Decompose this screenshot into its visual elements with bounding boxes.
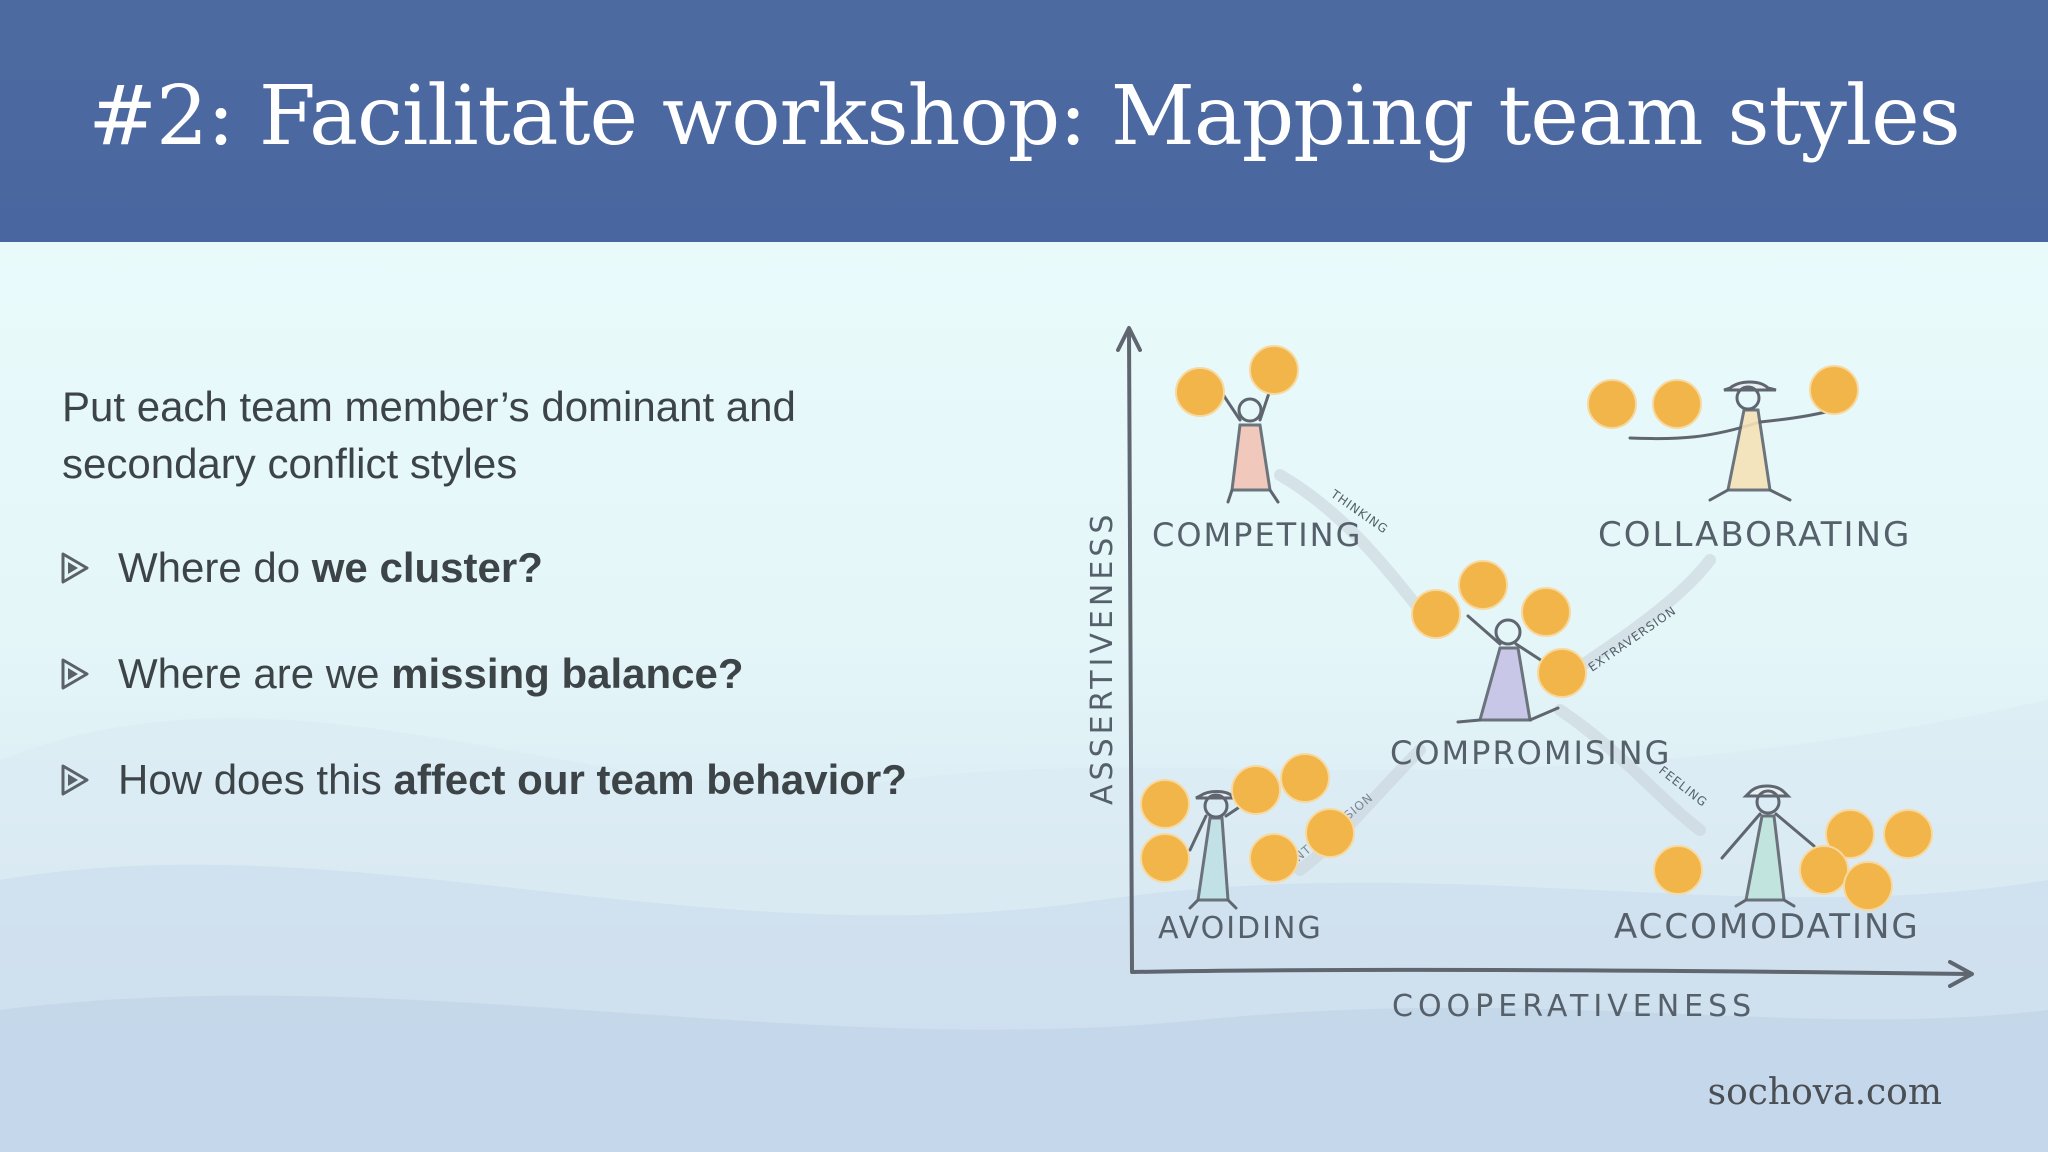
y-axis-arrow-icon [1116, 326, 1142, 352]
connector-label-extraversion: EXTRAVERSION [1586, 603, 1679, 674]
member-dot [1537, 648, 1587, 698]
connector-feeling [1554, 704, 1706, 836]
figure-accommodating [1720, 784, 1816, 908]
y-axis [1127, 328, 1134, 972]
member-dot [1883, 809, 1933, 859]
member-dot [1653, 845, 1703, 895]
style-label-accommodating: ACCOMODATING [1614, 907, 1920, 947]
member-dots [1140, 345, 1933, 911]
play-arrow-icon [61, 764, 89, 796]
x-axis-label: COOPERATIVENESS [1392, 989, 1756, 1024]
x-axis [1130, 967, 1972, 976]
question-item: Where do we cluster? [60, 540, 1040, 596]
member-dot [1458, 560, 1508, 610]
member-dot [1825, 809, 1875, 859]
member-dot [1140, 833, 1190, 883]
member-dot [1411, 589, 1461, 639]
member-dot [1280, 753, 1330, 803]
y-axis-label: ASSERTIVENESS [1085, 511, 1120, 805]
figure-competing [1218, 382, 1280, 504]
slide-title: #2: Facilitate workshop: Mapping team st… [88, 68, 1960, 164]
question-text: Where are we missing balance? [118, 650, 744, 697]
member-dot [1249, 345, 1299, 395]
member-dot [1843, 861, 1893, 911]
title-bar [0, 0, 2048, 242]
lead-text: Put each team member’s dominant and seco… [62, 383, 796, 487]
x-axis-arrow-icon [1948, 960, 1974, 988]
style-label-avoiding: AVOIDING [1158, 911, 1323, 946]
member-dot [1175, 367, 1225, 417]
play-arrow-icon [61, 552, 89, 584]
question-list: Where do we cluster? Where are we missin… [60, 540, 1040, 858]
question-text: Where do we cluster? [118, 544, 543, 591]
connector-introversion [1294, 744, 1426, 876]
footer-site: sochova.com [1707, 1072, 1942, 1113]
figure-collaborating [1628, 380, 1852, 502]
member-dot [1809, 365, 1859, 415]
member-dot [1140, 779, 1190, 829]
conflict-styles-diagram: ASSERTIVENESS COOPERATIVENESS THINKING E… [1085, 326, 1974, 1024]
connector-thinking [1274, 469, 1426, 616]
question-item: Where are we missing balance? [60, 646, 1040, 702]
member-dot [1799, 845, 1849, 895]
play-arrow-icon [61, 658, 89, 690]
style-label-compromising: COMPROMISING [1390, 734, 1671, 772]
member-dot [1587, 379, 1637, 429]
member-dot [1249, 833, 1299, 883]
question-text: How does this affect our team behavior? [118, 756, 907, 803]
style-label-collaborating: COLLABORATING [1598, 515, 1911, 555]
question-item: How does this affect our team behavior? [60, 752, 1040, 808]
style-label-competing: COMPETING [1152, 516, 1362, 554]
member-dot [1305, 808, 1355, 858]
member-dot [1231, 765, 1281, 815]
member-dot [1521, 587, 1571, 637]
member-dot [1652, 379, 1702, 429]
